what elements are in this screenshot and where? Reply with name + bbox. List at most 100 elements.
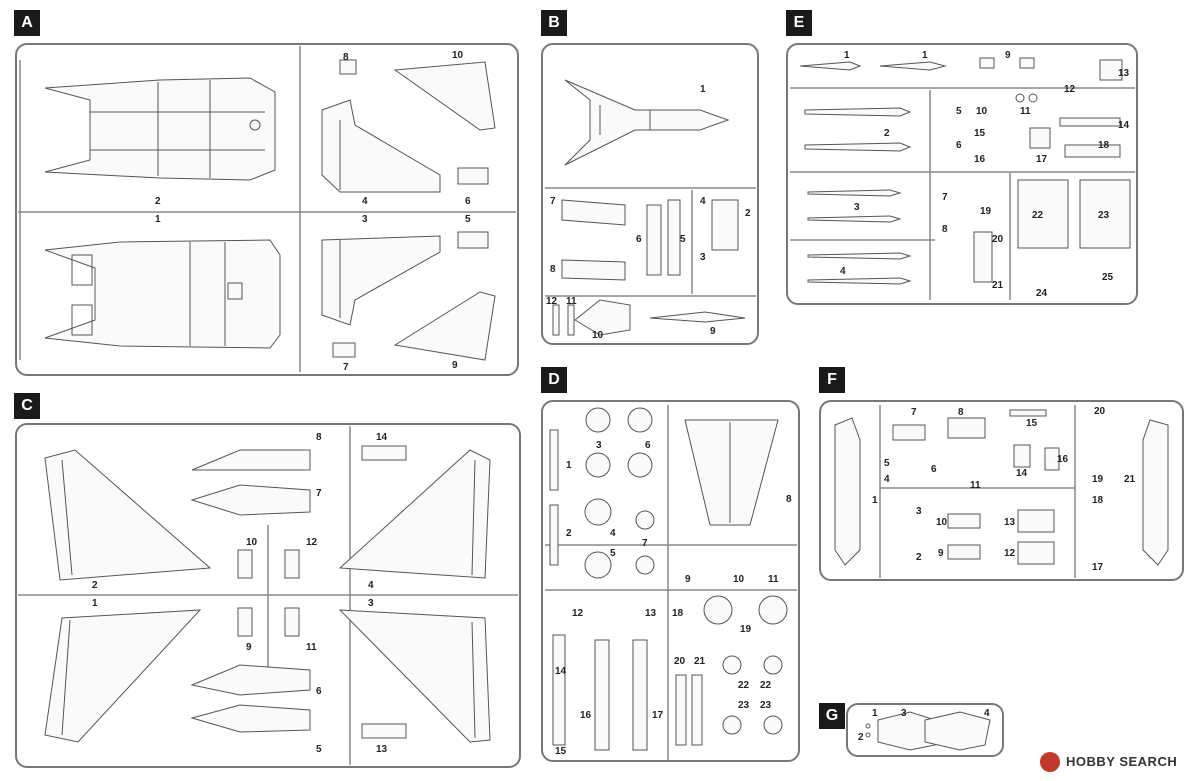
svg-text:10: 10 (936, 517, 948, 528)
svg-text:7: 7 (942, 192, 948, 203)
sprue-e-missiles (799, 61, 947, 285)
svg-text:6: 6 (931, 464, 937, 475)
sprue-e-small-parts (973, 57, 1131, 283)
sprue-c-part-4-wing (338, 449, 491, 579)
hobbysearch-logo-icon (1040, 752, 1060, 772)
sprue-c-small-parts (237, 445, 407, 739)
svg-text:9: 9 (938, 548, 944, 559)
svg-text:3: 3 (596, 440, 602, 451)
svg-text:18: 18 (672, 608, 684, 619)
sprue-b-parts-lower (552, 199, 746, 336)
svg-text:10: 10 (592, 330, 604, 341)
svg-text:2: 2 (884, 128, 890, 139)
sprue-c-runners (18, 426, 518, 765)
svg-text:5: 5 (956, 106, 962, 117)
svg-text:17: 17 (652, 710, 664, 721)
svg-text:12: 12 (546, 296, 558, 307)
svg-text:22: 22 (760, 680, 772, 691)
sprue-label-e: E (786, 10, 812, 36)
sprue-d-runners (545, 405, 797, 760)
svg-text:13: 13 (376, 744, 388, 755)
svg-text:8: 8 (958, 407, 964, 418)
svg-text:9: 9 (710, 326, 716, 337)
sprue-label-f: F (819, 367, 845, 393)
svg-text:11: 11 (306, 642, 317, 653)
svg-text:19: 19 (1092, 474, 1104, 485)
svg-text:10: 10 (246, 537, 258, 548)
svg-text:1: 1 (922, 50, 928, 61)
svg-text:22: 22 (1032, 210, 1044, 221)
svg-text:2: 2 (745, 208, 751, 219)
svg-text:13: 13 (1004, 517, 1016, 528)
svg-text:6: 6 (645, 440, 651, 451)
svg-text:4: 4 (700, 196, 706, 207)
svg-text:9: 9 (1005, 50, 1011, 61)
svg-text:11: 11 (768, 574, 779, 585)
sprue-c-part-3-wing (338, 609, 491, 743)
svg-text:8: 8 (343, 52, 349, 63)
sprue-label-d: D (541, 367, 567, 393)
svg-text:2: 2 (155, 196, 161, 207)
sprue-frame-c (15, 423, 521, 768)
svg-text:2: 2 (566, 528, 572, 539)
sprue-b-part-numbers: 1 7 8 6 5 4 2 3 12 11 10 9 (546, 84, 751, 341)
svg-text:4: 4 (884, 474, 890, 485)
svg-text:14: 14 (1118, 120, 1130, 131)
svg-text:21: 21 (992, 280, 1004, 291)
svg-text:13: 13 (1118, 68, 1130, 79)
svg-text:11: 11 (970, 480, 981, 491)
svg-text:13: 13 (645, 608, 657, 619)
svg-text:1: 1 (92, 598, 98, 609)
svg-text:20: 20 (1094, 406, 1106, 417)
svg-text:1: 1 (700, 84, 706, 95)
sprue-d-struts (549, 429, 703, 751)
sprue-frame-a (15, 43, 519, 376)
svg-text:4: 4 (840, 266, 846, 277)
sprue-d-part-8-cockpit-tub (684, 419, 779, 526)
svg-text:4: 4 (368, 580, 374, 591)
sprue-a-part-numbers: 2 1 4 3 6 5 8 7 10 9 (155, 50, 471, 373)
svg-text:1: 1 (872, 708, 878, 719)
svg-text:5: 5 (610, 548, 616, 559)
svg-text:8: 8 (316, 432, 322, 443)
sprue-c-part-numbers: 2 1 4 3 8 7 6 5 10 12 9 11 14 13 (92, 432, 388, 755)
svg-text:3: 3 (368, 598, 374, 609)
svg-text:3: 3 (362, 214, 368, 225)
sprue-b-part-1-cockpit (564, 79, 730, 166)
svg-text:18: 18 (1098, 140, 1110, 151)
svg-text:22: 22 (738, 680, 750, 691)
svg-text:16: 16 (580, 710, 592, 721)
watermark-text: HOBBY SEARCH (1066, 754, 1178, 769)
svg-text:15: 15 (974, 128, 986, 139)
svg-text:3: 3 (916, 506, 922, 517)
sprue-label-c: C (14, 393, 40, 419)
svg-text:3: 3 (901, 708, 907, 719)
svg-text:15: 15 (555, 746, 567, 757)
svg-text:21: 21 (1124, 474, 1136, 485)
svg-text:7: 7 (911, 407, 917, 418)
sprue-frame-b (541, 43, 759, 345)
svg-text:1: 1 (844, 50, 850, 61)
svg-text:14: 14 (555, 666, 567, 677)
svg-text:4: 4 (362, 196, 368, 207)
svg-text:9: 9 (246, 642, 252, 653)
svg-text:14: 14 (376, 432, 388, 443)
svg-text:3: 3 (854, 202, 860, 213)
sprue-f-runners (879, 405, 1076, 578)
svg-text:11: 11 (1020, 106, 1031, 117)
svg-text:6: 6 (465, 196, 471, 207)
sprue-e-part-numbers: 1 1 2 3 4 5 6 7 8 9 10 11 12 13 14 15 16… (840, 50, 1130, 299)
svg-text:17: 17 (1092, 562, 1104, 573)
svg-text:18: 18 (1092, 495, 1104, 506)
sprue-a-part-9-stabilizer (393, 291, 496, 361)
svg-text:15: 15 (1026, 418, 1038, 429)
sprue-label-g: G (819, 703, 845, 729)
svg-text:8: 8 (550, 264, 556, 275)
svg-text:7: 7 (550, 196, 556, 207)
svg-text:12: 12 (1004, 548, 1016, 559)
svg-text:12: 12 (572, 608, 584, 619)
svg-text:5: 5 (884, 458, 890, 469)
svg-text:11: 11 (566, 296, 577, 307)
svg-text:4: 4 (984, 708, 990, 719)
